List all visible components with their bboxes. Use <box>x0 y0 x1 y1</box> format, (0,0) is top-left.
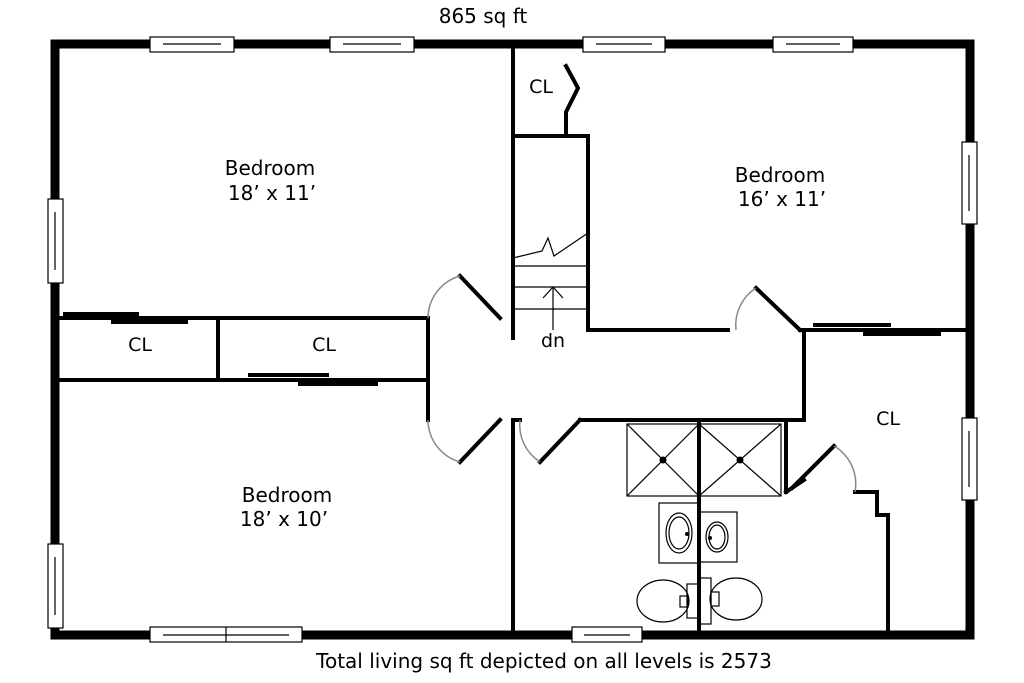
window-top-3 <box>582 36 666 53</box>
closet-label-top: CL <box>529 76 553 98</box>
floor-area-label: 865 sq ft <box>439 4 528 28</box>
room-dims-bedroom-bottom-left: 18’ x 10’ <box>240 507 328 531</box>
interior-walls <box>58 48 967 632</box>
closet-label-left-large: CL <box>312 334 336 356</box>
toilet-right <box>698 577 763 625</box>
closet-label-left-small: CL <box>128 334 152 356</box>
closet-label-right: CL <box>876 408 900 430</box>
room-name-bedroom-top-left: Bedroom <box>225 156 315 180</box>
total-area-label: Total living sq ft depicted on all level… <box>315 649 772 673</box>
exterior-walls <box>50 39 975 640</box>
room-name-bedroom-bottom-left: Bedroom <box>242 483 332 507</box>
window-right-2 <box>961 417 978 501</box>
bathroom-fixtures <box>626 423 782 625</box>
window-bottom-1 <box>149 626 303 643</box>
window-top-2 <box>329 36 415 53</box>
stairs-direction-label: dn <box>541 330 565 352</box>
stairs: dn <box>512 232 589 352</box>
shower-right <box>698 423 782 497</box>
window-top-4 <box>772 36 854 53</box>
doors <box>427 273 857 493</box>
room-name-bedroom-top-right: Bedroom <box>735 163 825 187</box>
window-left-2 <box>47 543 64 629</box>
window-right-1 <box>961 141 978 225</box>
windows <box>47 36 978 643</box>
shower-left <box>626 423 700 497</box>
window-top-1 <box>149 36 235 53</box>
sink-right <box>698 511 738 563</box>
room-dims-bedroom-top-right: 16’ x 11’ <box>738 187 826 211</box>
room-dims-bedroom-top-left: 18’ x 11’ <box>228 181 316 205</box>
toilet-left <box>636 579 700 623</box>
sink-left <box>658 502 700 564</box>
window-bottom-2 <box>571 626 643 643</box>
window-left-1 <box>47 198 64 284</box>
